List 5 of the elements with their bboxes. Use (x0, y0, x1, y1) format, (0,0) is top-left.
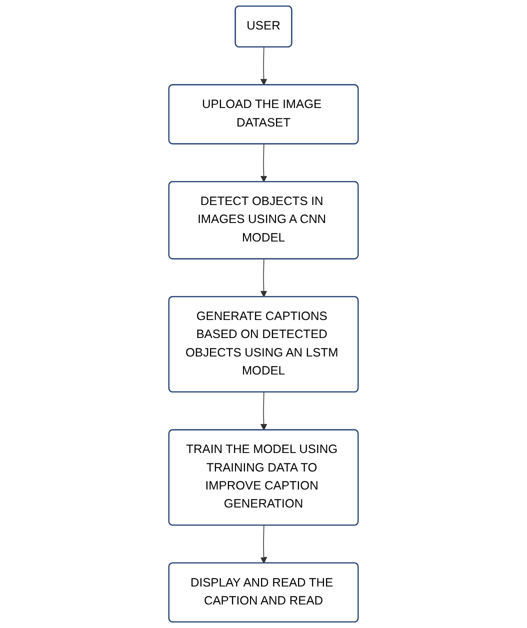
arrow (260, 46, 268, 86)
arrow (260, 144, 268, 182)
arrow (260, 392, 268, 430)
arrow (260, 258, 268, 298)
arrow (260, 525, 268, 564)
